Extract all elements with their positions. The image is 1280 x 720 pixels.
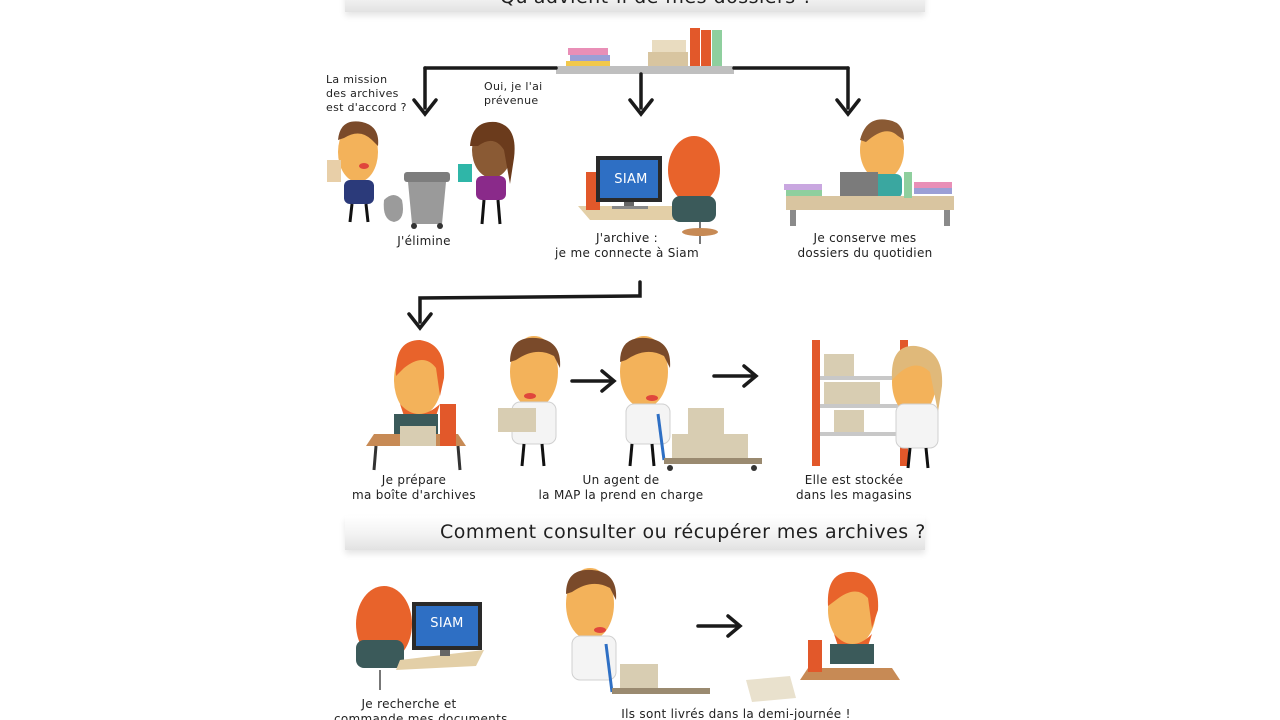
search-caption: Je recherche et commande mes documents [334,697,508,720]
delivered-caption: Ils sont livrés dans la demi-journée ! [621,707,851,720]
siam-screen-label-2: SIAM [430,616,464,631]
agent-scene [498,336,561,467]
archive-caption: J'archive : je me connecte à Siam [555,231,699,260]
prepare-caption: Je prépare ma boîte d'archives [352,473,476,502]
top-banner [345,0,925,12]
middle-banner-title: Comment consulter ou récupérer mes archi… [440,521,926,543]
top-branch-arrows [412,66,861,117]
connector-arrow [407,280,642,331]
middle-banner [345,516,925,550]
top-shelf-illustration [556,28,734,74]
top-banner-title: Qu'advient-il de mes dossiers ? [500,0,813,8]
dialog-answer: Oui, je l'ai prévenue [484,80,543,107]
agent-caption: Un agent de la MAP la prend en charge [538,473,704,502]
archive-scene [578,136,720,244]
siam-screen-label: SIAM [614,172,648,187]
eliminate-scene [327,121,515,229]
dialog-question: La mission des archives est d'accord ? [326,73,407,114]
row3-arrow [696,614,743,638]
search-scene [356,586,484,690]
keep-caption: Je conserve mes dossiers du quotidien [797,231,933,260]
trolley-scene [620,336,762,471]
delivery-scene [566,568,710,694]
row2-arrow-2 [712,364,759,388]
storage-scene [812,340,943,469]
keep-scene [784,119,954,226]
prepare-scene [366,340,466,471]
eliminate-caption: J'élimine [397,234,451,248]
row2-arrow-1 [570,369,617,393]
stored-caption: Elle est stockée dans les magasins [796,473,912,502]
receive-scene [746,571,900,702]
